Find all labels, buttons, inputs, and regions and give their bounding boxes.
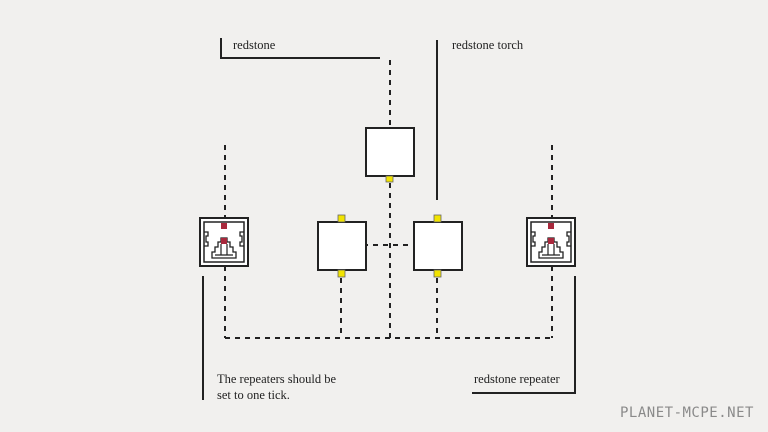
torch-nub [337,269,346,278]
torch-nub [337,214,346,223]
torch-nub [433,214,442,223]
block-right [413,221,463,271]
block-top [365,127,415,177]
label-redstone-repeater: redstone repeater [474,372,560,386]
repeater-left [199,217,249,267]
label-note-line1: The repeaters should be [217,372,337,386]
label-note-line2: set to one tick. [217,388,290,402]
torch-nub [433,269,442,278]
watermark: PLANET-MCPE.NET [620,405,754,421]
repeater-callout-line [472,276,576,394]
block-left [317,221,367,271]
label-redstone-torch: redstone torch [452,38,524,52]
repeater-right [526,217,576,267]
label-redstone: redstone [233,38,276,52]
redstone-callout-line [220,38,380,59]
torch-nub [385,175,394,183]
